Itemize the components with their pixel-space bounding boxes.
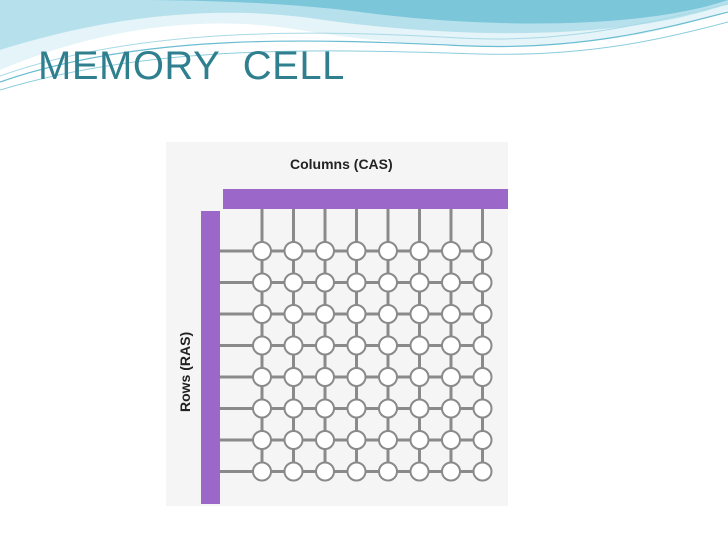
header-wave-decoration xyxy=(0,0,728,91)
wave-line-1 xyxy=(0,11,728,83)
memory-cell xyxy=(346,335,367,356)
memory-cell xyxy=(378,430,398,450)
memory-cell xyxy=(252,461,272,482)
memory-cell xyxy=(472,304,493,324)
memory-cell xyxy=(409,272,430,293)
memory-cell xyxy=(409,367,430,387)
memory-cell xyxy=(283,335,304,356)
memory-cell xyxy=(441,461,461,482)
memory-cell xyxy=(441,430,461,450)
memory-cell xyxy=(346,272,367,293)
column-bus-bar xyxy=(223,189,508,209)
memory-cell xyxy=(252,367,272,387)
memory-cell xyxy=(441,335,461,356)
memory-cell xyxy=(378,367,398,387)
memory-cell xyxy=(441,241,461,261)
memory-cell xyxy=(252,241,272,261)
memory-cell xyxy=(472,461,493,482)
memory-cell xyxy=(409,461,430,482)
memory-cell xyxy=(472,398,493,419)
columns-label: Columns (CAS) xyxy=(290,156,393,172)
memory-cell xyxy=(472,430,493,450)
memory-cell xyxy=(441,367,461,387)
memory-cell xyxy=(409,304,430,324)
memory-cell xyxy=(315,304,335,324)
memory-cell xyxy=(378,272,398,293)
memory-cell xyxy=(283,304,304,324)
memory-cell xyxy=(252,398,272,419)
memory-cell xyxy=(252,304,272,324)
memory-cell xyxy=(441,304,461,324)
memory-cell xyxy=(441,398,461,419)
memory-cell xyxy=(283,461,304,482)
memory-cell xyxy=(315,335,335,356)
memory-cell xyxy=(252,335,272,356)
memory-cell xyxy=(409,241,430,261)
memory-cell xyxy=(283,398,304,419)
memory-cell xyxy=(346,241,367,261)
memory-cell xyxy=(378,241,398,261)
memory-cell xyxy=(315,272,335,293)
memory-cell xyxy=(315,461,335,482)
memory-cell xyxy=(378,304,398,324)
wave-band-dark xyxy=(120,0,728,24)
memory-cell xyxy=(315,398,335,419)
memory-cell xyxy=(346,398,367,419)
memory-cell xyxy=(315,367,335,387)
memory-cell-diagram: Columns (CAS) Rows (RAS) xyxy=(166,142,508,506)
row-bus-bar xyxy=(201,211,220,504)
cell-grid xyxy=(220,209,493,482)
slide-title: MEMORY CELL xyxy=(38,44,345,88)
memory-cell xyxy=(378,461,398,482)
memory-cell xyxy=(472,272,493,293)
memory-cell xyxy=(252,272,272,293)
memory-cell xyxy=(283,430,304,450)
memory-cell xyxy=(346,367,367,387)
wave-line-2 xyxy=(0,21,728,91)
memory-cell xyxy=(283,367,304,387)
memory-cell xyxy=(378,335,398,356)
memory-cell xyxy=(346,430,367,450)
memory-cell xyxy=(409,430,430,450)
memory-cell xyxy=(409,398,430,419)
memory-cell xyxy=(283,272,304,293)
memory-cell xyxy=(252,430,272,450)
memory-cell xyxy=(346,304,367,324)
memory-cell xyxy=(409,335,430,356)
memory-cell xyxy=(378,398,398,419)
memory-cell xyxy=(472,367,493,387)
memory-cell xyxy=(441,272,461,293)
wave-line-3 xyxy=(0,3,728,77)
memory-cell xyxy=(315,241,335,261)
memory-cell xyxy=(472,241,493,261)
rows-label: Rows (RAS) xyxy=(177,332,193,412)
memory-cell xyxy=(472,335,493,356)
memory-cell xyxy=(346,461,367,482)
memory-cell xyxy=(315,430,335,450)
memory-cell xyxy=(283,241,304,261)
memory-grid-svg: Columns (CAS) Rows (RAS) xyxy=(177,156,508,504)
